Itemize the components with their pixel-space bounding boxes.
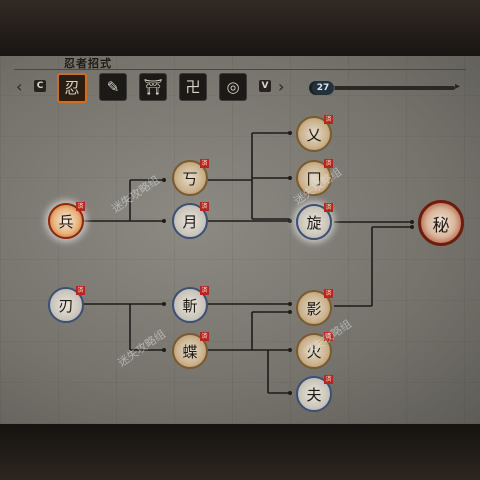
skill-node-tier3-d[interactable]: 影済	[296, 289, 333, 326]
skill-glyph: 斬	[182, 296, 198, 315]
skill-glyph: 刃	[58, 296, 74, 315]
chevron-left-icon[interactable]: ‹	[16, 77, 23, 96]
skill-glyph: 旋	[306, 213, 322, 232]
acquired-seal-icon: 済	[324, 289, 333, 298]
swirl-emblem-icon: ◎	[226, 77, 240, 96]
skill-node-root-lower[interactable]: 刃済	[48, 286, 85, 323]
header-divider	[14, 69, 466, 70]
samurai-helmet-icon: ⛩	[143, 77, 163, 96]
acquired-seal-icon: 済	[200, 286, 209, 295]
skill-node-root-upper[interactable]: 兵済	[48, 202, 85, 239]
tab-prosthetic-arts[interactable]: ✎	[99, 73, 127, 101]
buddha-shrine-icon: 卍	[185, 77, 201, 96]
skill-glyph: 蝶	[182, 342, 198, 361]
acquired-seal-icon: 済	[76, 202, 85, 211]
skill-glyph: 火	[306, 342, 322, 361]
skill-node-tier2-d[interactable]: 蝶済	[172, 332, 209, 369]
skill-experience-fill	[333, 86, 336, 90]
skill-glyph: 乂	[306, 125, 322, 144]
skill-node-tier3-b[interactable]: 冂済	[296, 159, 333, 196]
tab-ninja-arts[interactable]: 忍	[57, 73, 87, 103]
ninja-figure-icon: 忍	[64, 78, 80, 97]
acquired-seal-icon: 済	[324, 115, 333, 124]
tab-mushin-arts[interactable]: 卍	[179, 73, 207, 101]
skill-node-tier2-b[interactable]: 月済	[172, 202, 209, 239]
tab-ashina-arts[interactable]: ◎	[219, 73, 247, 101]
skill-node-tier2-a[interactable]: 丂済	[172, 159, 209, 196]
acquired-seal-icon: 済	[200, 159, 209, 168]
menu-title: 忍者招式	[64, 57, 112, 70]
skill-glyph: 丂	[182, 169, 198, 188]
bar-end-arrow-icon: ▸	[455, 81, 461, 92]
skill-node-tier2-c[interactable]: 斬済	[172, 286, 209, 323]
skill-node-tier3-f[interactable]: 夫済	[296, 375, 333, 412]
acquired-seal-icon: 済	[324, 159, 333, 168]
acquired-seal-icon: 済	[76, 286, 85, 295]
key-next-category[interactable]: V	[259, 80, 271, 92]
skill-glyph: 影	[306, 299, 322, 318]
skill-points-badge: 27	[312, 81, 334, 95]
tab-samurai-arts[interactable]: ⛩	[139, 73, 167, 101]
skill-glyph: 夫	[306, 385, 322, 404]
top-dark-band	[0, 0, 480, 56]
skill-node-ultimate[interactable]: 秘	[418, 200, 464, 246]
bottom-dark-band	[0, 424, 480, 480]
acquired-seal-icon: 済	[200, 332, 209, 341]
skill-node-tier3-c[interactable]: 旋済	[296, 203, 333, 240]
skill-glyph: 冂	[306, 169, 322, 188]
skill-glyph: 月	[182, 212, 198, 231]
skill-glyph: 兵	[58, 212, 74, 231]
chevron-right-icon[interactable]: ›	[278, 77, 285, 96]
acquired-seal-icon: 済	[200, 202, 209, 211]
skill-node-tier3-e[interactable]: 火済	[296, 332, 333, 369]
skill-tree-panel	[0, 56, 480, 424]
skill-node-tier3-a[interactable]: 乂済	[296, 115, 333, 152]
acquired-seal-icon: 済	[324, 332, 333, 341]
skill-glyph: 秘	[432, 215, 450, 236]
prosthetic-arm-icon: ✎	[106, 77, 120, 96]
acquired-seal-icon: 済	[324, 203, 333, 212]
key-prev-category[interactable]: C	[34, 80, 46, 92]
acquired-seal-icon: 済	[324, 375, 333, 384]
skill-experience-bar	[333, 86, 455, 90]
